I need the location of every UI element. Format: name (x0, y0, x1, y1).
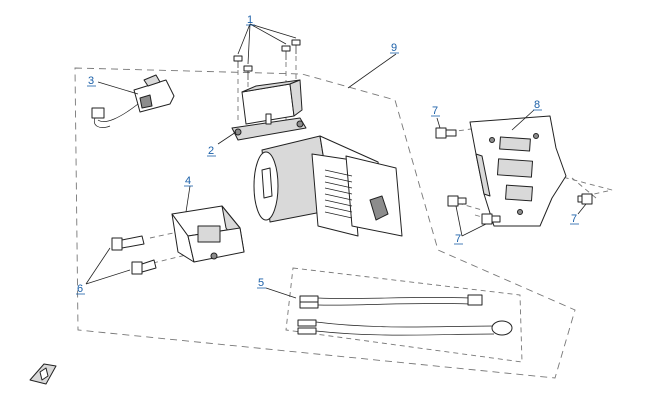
fairlead-bolts (111, 235, 157, 275)
mounting-plate (469, 115, 567, 227)
svg-text:2: 2 (208, 145, 214, 157)
svg-text:4: 4 (185, 175, 191, 187)
callout-7-right: 7 (570, 213, 579, 225)
plate-bolts (435, 127, 593, 225)
bolt-icon (243, 65, 253, 80)
bolt-icon (577, 193, 593, 205)
contactor-box (231, 79, 307, 141)
bolt-icon (435, 127, 457, 139)
bolt-icon (447, 195, 467, 207)
callout-4: 4 (184, 175, 193, 187)
cable-kit-boundary (285, 267, 523, 363)
bolt-icon (111, 235, 145, 251)
svg-text:3: 3 (88, 75, 94, 87)
callout-7-bottom: 7 (454, 233, 463, 245)
bolt-icon (291, 39, 301, 54)
winch (253, 135, 403, 237)
bolt-icon (233, 55, 243, 68)
svg-text:5: 5 (258, 277, 264, 289)
callout-2: 2 (207, 145, 216, 157)
leader-lines (85, 23, 587, 299)
svg-text:7: 7 (432, 105, 438, 117)
cable-kit (297, 294, 513, 336)
winch-drum (324, 169, 353, 219)
callout-8: 8 (533, 99, 542, 111)
callout-3: 3 (87, 75, 96, 87)
callout-9: 9 (390, 42, 399, 54)
bolt-icon (481, 213, 501, 225)
svg-text:7: 7 (571, 213, 577, 225)
rocker-switch (91, 74, 175, 128)
direction-arrow-icon (29, 363, 57, 385)
svg-text:6: 6 (77, 283, 83, 295)
svg-text:9: 9 (391, 42, 397, 54)
svg-text:8: 8 (534, 99, 540, 111)
svg-text:1: 1 (247, 14, 253, 26)
bolt-icon (131, 259, 157, 275)
callout-1: 1 (246, 14, 255, 26)
bolt-set (233, 39, 301, 80)
bolt-icon (281, 45, 291, 60)
svg-text:7: 7 (455, 233, 461, 245)
callout-7-top: 7 (431, 105, 440, 117)
assembly-boundary (74, 67, 576, 379)
callout-6: 6 (76, 283, 85, 295)
roller-fairlead (171, 205, 245, 263)
callout-5: 5 (257, 277, 266, 289)
